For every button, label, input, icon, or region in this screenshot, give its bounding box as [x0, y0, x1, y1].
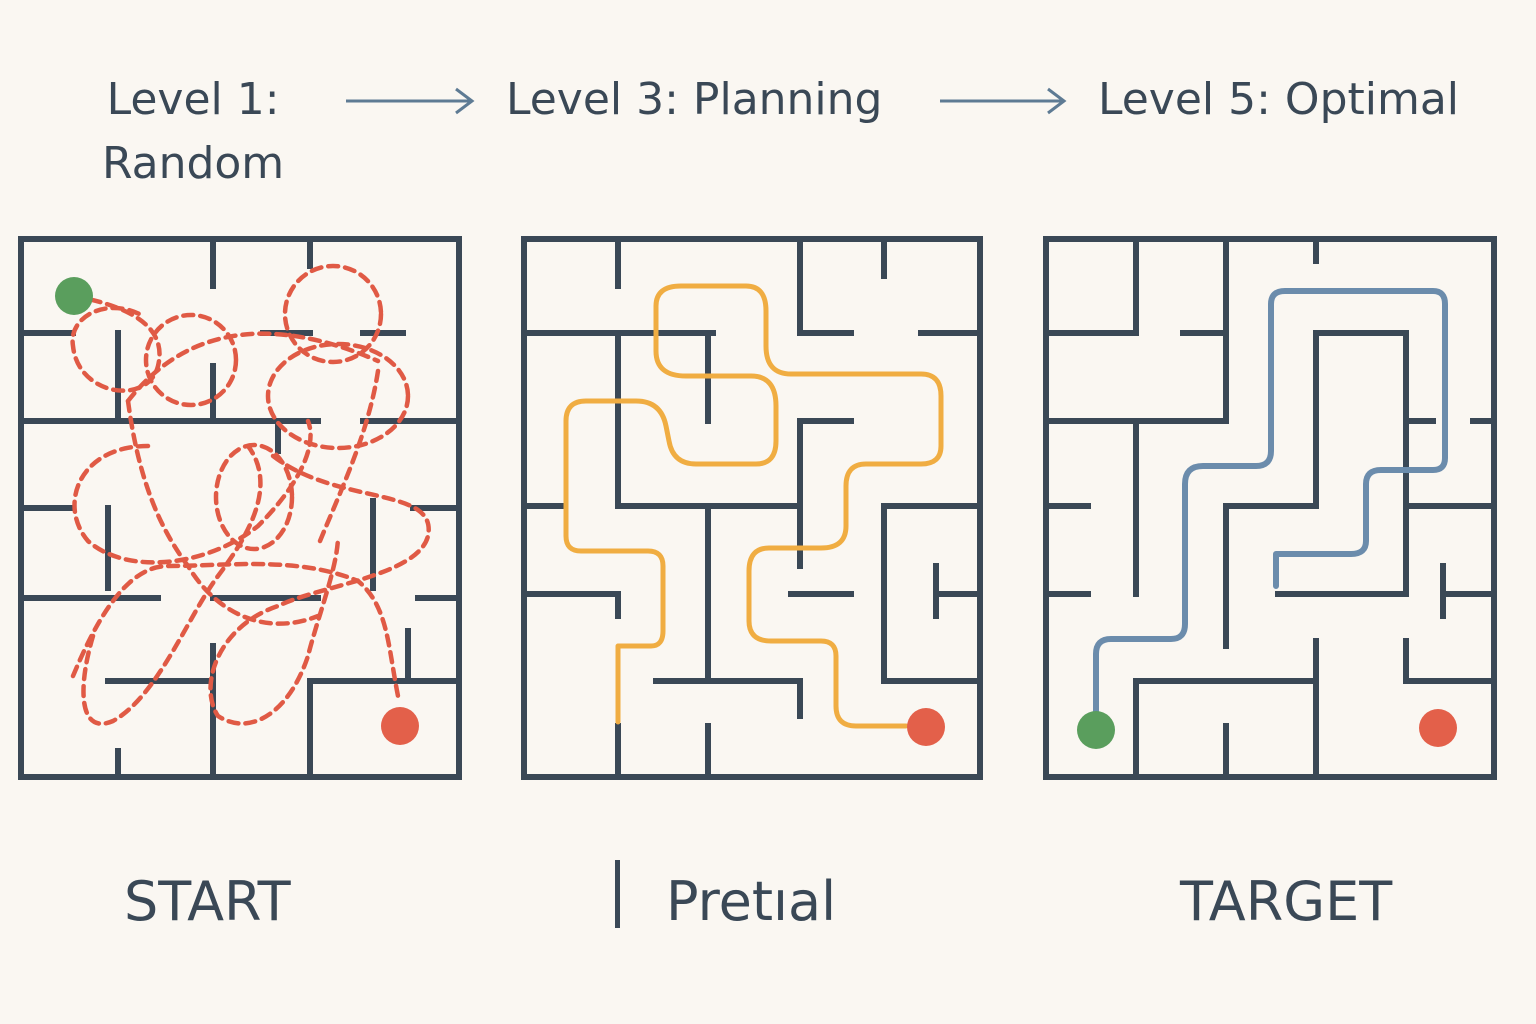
- maze-planning: [521, 236, 983, 780]
- label-start: START: [124, 870, 291, 933]
- start-marker: [1077, 711, 1115, 749]
- heading-level-5: Level 5: Optimal: [1098, 74, 1460, 125]
- label-target: TARGET: [1180, 870, 1393, 933]
- heading-level-3: Level 3: Planning: [506, 74, 883, 125]
- arrow-right-icon: [346, 87, 475, 115]
- heading-level-1-line1: Level 1:: [106, 74, 280, 125]
- start-marker: [55, 277, 93, 315]
- maze-optimal: [1043, 236, 1497, 780]
- maze-random: [18, 236, 462, 780]
- goal-marker: [381, 707, 419, 745]
- goal-marker: [1419, 709, 1457, 747]
- maze-walls: [18, 236, 462, 780]
- goal-marker: [907, 708, 945, 746]
- text-cursor-bar: [615, 860, 620, 928]
- label-middle: Pretıal: [666, 870, 837, 933]
- heading-level-1-line2: Random: [102, 138, 285, 189]
- optimal-path: [1093, 288, 1448, 729]
- heading-level-1: Level 1: Random: [102, 68, 284, 196]
- maze-walls: [521, 236, 983, 780]
- arrow-right-icon: [940, 87, 1067, 115]
- maze-walls: [1043, 236, 1497, 780]
- random-path: [70, 263, 431, 726]
- planning-path: [563, 283, 944, 729]
